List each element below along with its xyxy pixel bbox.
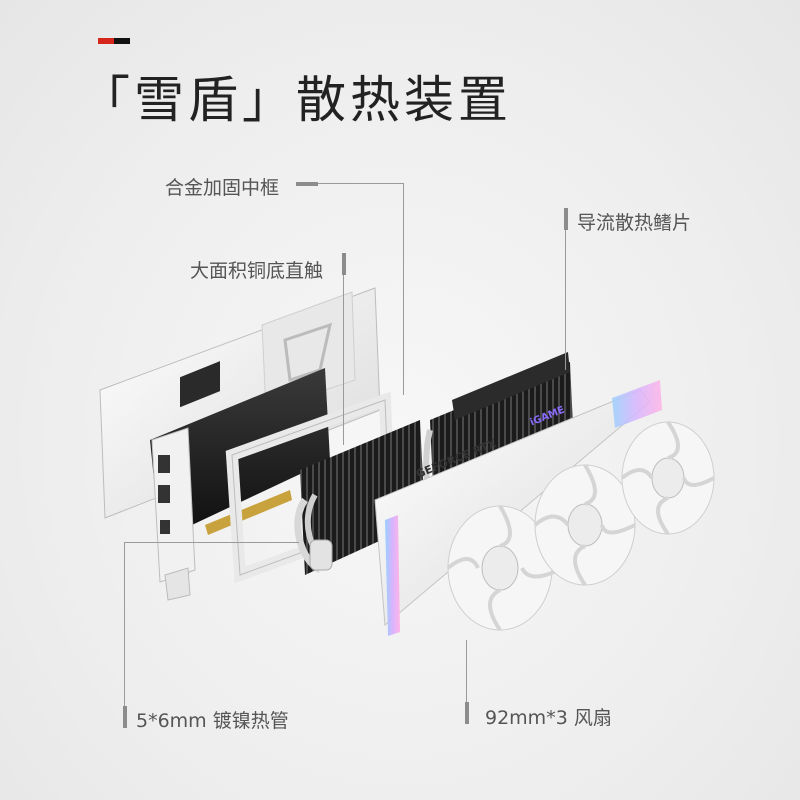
callout-fins-marker [564, 208, 568, 230]
callout-heatpipes-marker [123, 706, 127, 728]
callout-copper-line [343, 275, 344, 445]
fan-middle [533, 463, 636, 587]
callout-frame-line-v [403, 183, 404, 395]
callout-copper-marker [342, 253, 346, 275]
title-accent-bar [98, 38, 130, 44]
fan-right [620, 420, 715, 536]
page-title: 「雪盾」散热装置 [80, 71, 512, 129]
callout-fins-line [565, 230, 566, 370]
callout-frame-label: 合金加固中框 [165, 177, 280, 199]
callout-heatpipes-line-h [124, 542, 299, 543]
callout-fans-line [466, 640, 467, 702]
accent-black [114, 38, 130, 44]
callout-heatpipes-label: 5*6mm 镀镍热管 [136, 710, 289, 732]
callout-fans-marker [465, 702, 469, 724]
callout-fins-label: 导流散热鳍片 [577, 212, 692, 234]
callout-fans-label: 92mm*3 风扇 [485, 707, 612, 729]
callout-frame-line-h [318, 183, 404, 184]
io-bracket [151, 427, 196, 601]
callout-frame-marker [296, 182, 318, 186]
callout-heatpipes-line-v [124, 542, 125, 707]
accent-red [98, 38, 114, 44]
callout-copper-label: 大面积铜底直触 [190, 260, 324, 282]
